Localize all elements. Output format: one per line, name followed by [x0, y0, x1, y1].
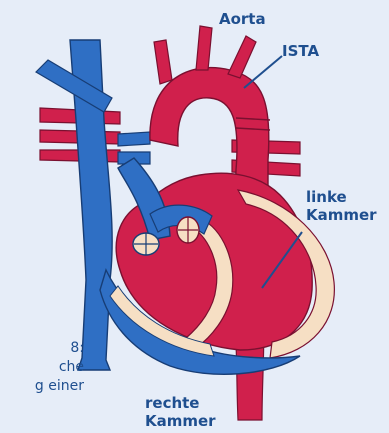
aortic-valve-icon — [177, 217, 199, 243]
label-left-ventricle: linke Kammer — [306, 188, 377, 224]
label-right-ventricle: rechte Kammer — [145, 394, 216, 430]
label-ista: ISTA — [282, 42, 319, 60]
pulmonary-valve-icon — [133, 233, 159, 255]
label-aorta: Aorta — [219, 10, 266, 28]
figure-caption: 8: che g einer — [0, 339, 84, 396]
